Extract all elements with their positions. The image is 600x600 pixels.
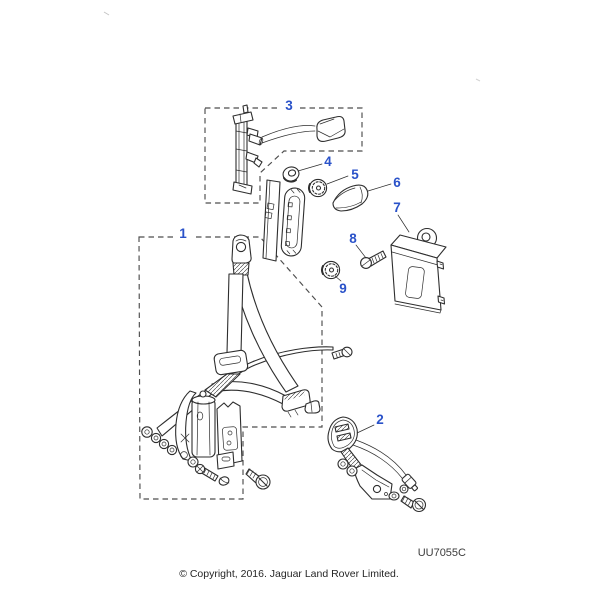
washer-stack bbox=[141, 426, 178, 456]
callout-3[interactable]: 3 bbox=[285, 98, 293, 113]
part-1-seatbelt-assembly bbox=[141, 234, 334, 490]
lower-bolt-set bbox=[187, 456, 230, 486]
callout-6[interactable]: 6 bbox=[393, 175, 401, 190]
scan-artifact bbox=[103, 11, 110, 16]
buckle-bolt bbox=[400, 495, 427, 513]
label-mask bbox=[174, 226, 192, 240]
part-8-screw bbox=[360, 250, 387, 269]
part-3-cap-finisher bbox=[261, 115, 346, 144]
callout-5[interactable]: 5 bbox=[351, 167, 359, 182]
callout-7[interactable]: 7 bbox=[393, 200, 401, 215]
trim-strip bbox=[262, 179, 281, 262]
big-bolt bbox=[245, 468, 271, 490]
part-3-height-adjuster bbox=[232, 104, 264, 195]
part-2-buckle-assembly bbox=[327, 416, 427, 513]
callout-9[interactable]: 9 bbox=[339, 281, 347, 296]
callout-8[interactable]: 8 bbox=[349, 231, 357, 246]
copyright-text: © Copyright, 2016. Jaguar Land Rover Lim… bbox=[179, 568, 399, 580]
part-9-button bbox=[321, 260, 341, 280]
bezel-escutcheon bbox=[280, 187, 306, 257]
callout-4[interactable]: 4 bbox=[324, 154, 332, 169]
anchor-screw bbox=[331, 346, 353, 360]
belt-tongue bbox=[281, 389, 321, 418]
part-4-grommet bbox=[282, 166, 300, 183]
group-box-3 bbox=[204, 107, 363, 204]
label-mask bbox=[280, 97, 298, 111]
part-6-cover bbox=[332, 184, 369, 212]
scan-artifact bbox=[475, 78, 481, 82]
part-7-module bbox=[390, 227, 447, 314]
callout-1[interactable]: 1 bbox=[179, 226, 187, 241]
callout-leaders bbox=[297, 163, 410, 434]
part-5-button bbox=[308, 178, 328, 198]
callout-2[interactable]: 2 bbox=[376, 412, 384, 427]
figure-code: UU7055C bbox=[418, 547, 466, 559]
retractor bbox=[175, 390, 243, 470]
